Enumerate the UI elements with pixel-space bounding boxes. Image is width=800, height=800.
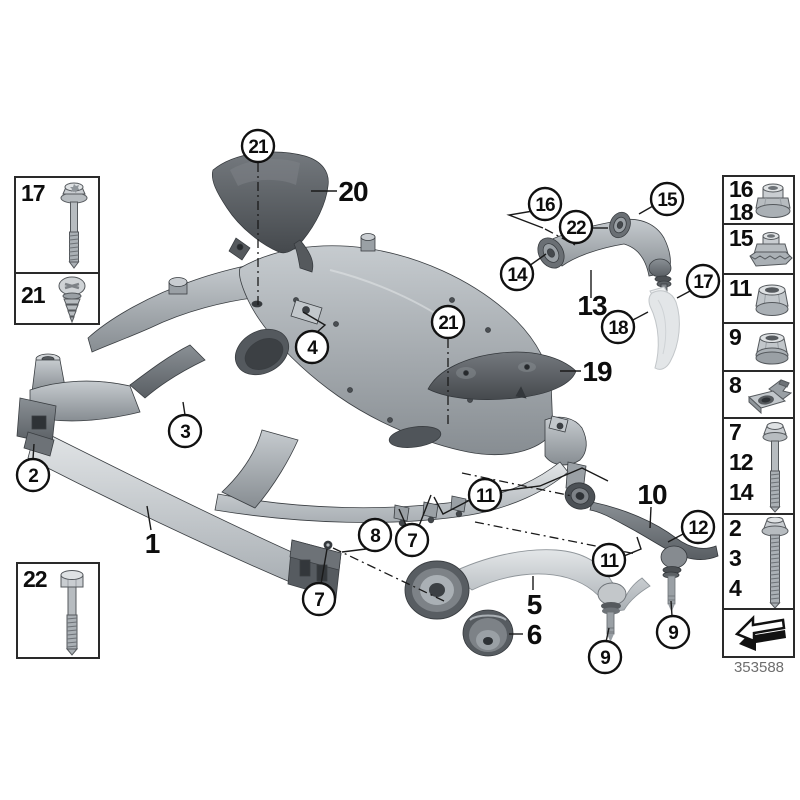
- callout-circle-22: 22: [558, 209, 594, 245]
- legend-label: 18: [729, 199, 754, 225]
- svg-text:4: 4: [307, 338, 318, 359]
- leader-lines: [32, 190, 693, 643]
- legend-label: 3: [729, 545, 742, 571]
- callout-circle-7: 7: [301, 581, 337, 617]
- legend-box-2-3-4: 2 3 4: [722, 513, 795, 610]
- legend-label: 2: [729, 515, 742, 541]
- callout-circle-21: 21: [240, 128, 276, 164]
- svg-text:14: 14: [507, 265, 528, 286]
- legend-box-16-18: 16 18: [722, 175, 795, 225]
- headlight-level-bracket-17-18: [648, 286, 680, 370]
- flange-nut-icon: [755, 284, 789, 316]
- callout-circle-15: 15: [649, 181, 685, 217]
- callout-circle-14: 14: [499, 256, 535, 292]
- callout-circle-9: 9: [587, 639, 623, 675]
- callout-circle-21: 21: [430, 304, 466, 340]
- legend-label: 4: [729, 575, 742, 601]
- callout-circle-7: 7: [394, 522, 430, 558]
- svg-text:12: 12: [688, 518, 708, 539]
- svg-text:3: 3: [180, 422, 190, 443]
- callout-circle-8: 8: [357, 517, 393, 553]
- front-axle-carrier: [16, 233, 587, 599]
- heat-shield-20: [211, 151, 329, 273]
- part-label-6: 6: [527, 619, 542, 650]
- serrated-nut-icon: [749, 232, 793, 267]
- svg-text:9: 9: [668, 623, 678, 644]
- callout-circle-12: 12: [680, 509, 716, 545]
- flange-bolt-icon: [60, 182, 88, 269]
- callout-circle-16: 16: [527, 186, 563, 222]
- legend-box-17: 17: [14, 176, 100, 274]
- svg-text:17: 17: [693, 272, 713, 293]
- part-label-5: 5: [527, 589, 542, 620]
- callout-circle-17: 17: [685, 263, 721, 299]
- heat-shield-19: [427, 351, 577, 400]
- callout-circle-11: 11: [467, 477, 503, 513]
- legend-label: 22: [23, 566, 48, 592]
- svg-text:22: 22: [566, 218, 586, 239]
- svg-text:16: 16: [535, 195, 555, 216]
- svg-text:21: 21: [438, 313, 459, 334]
- legend-label: 21: [21, 282, 46, 308]
- svg-text:8: 8: [370, 526, 380, 547]
- legend-box-22: 22: [16, 562, 100, 659]
- flange-screw-icon: [762, 422, 788, 513]
- part-label-13: 13: [577, 290, 607, 321]
- svg-text:18: 18: [608, 318, 628, 339]
- threaded-flange-bolt-icon: [761, 517, 789, 609]
- legend-box-8: 8: [722, 370, 795, 419]
- hex-bolt-icon: [60, 570, 84, 656]
- legend-box-21: 21: [14, 272, 100, 325]
- svg-text:15: 15: [657, 190, 678, 211]
- legend-label: 8: [729, 372, 742, 398]
- cage-nut-icon: [747, 379, 793, 415]
- callout-circle-11: 11: [591, 542, 627, 578]
- legend-box-15: 15: [722, 223, 795, 275]
- callout-circle-2: 2: [15, 457, 51, 493]
- part-label-10: 10: [637, 479, 667, 510]
- legend-label: 16: [729, 176, 754, 202]
- flange-nut-icon: [755, 333, 789, 365]
- part-label-20: 20: [338, 176, 368, 207]
- svg-text:2: 2: [28, 466, 38, 487]
- part-label-19: 19: [582, 356, 612, 387]
- legend-label: 14: [729, 479, 754, 505]
- legend-label: 12: [729, 449, 754, 475]
- legend-box-9: 9: [722, 322, 795, 372]
- lower-wishbone-5: [404, 549, 651, 642]
- legend-box-arrow: [722, 608, 795, 658]
- callout-layer: 21 16 22 15 14 17 18 21 4 3 2 11 8 7 7 12 11 9 9 20 13 19 1 10 5…: [15, 128, 721, 675]
- legend-label: 9: [729, 324, 742, 350]
- callout-circle-18: 18: [600, 309, 636, 345]
- part-label-1: 1: [145, 528, 160, 559]
- svg-text:7: 7: [314, 590, 324, 611]
- diagram-number: 353588: [733, 659, 785, 676]
- svg-text:9: 9: [600, 648, 610, 669]
- legend-label: 7: [729, 419, 742, 445]
- callout-circle-3: 3: [167, 413, 203, 449]
- rubber-bushing-6: [462, 609, 514, 657]
- svg-text:7: 7: [407, 531, 417, 552]
- svg-text:11: 11: [600, 551, 620, 572]
- callout-circle-9: 9: [655, 614, 691, 650]
- legend-box-11: 11: [722, 273, 795, 324]
- collar-nut-icon: [755, 183, 791, 218]
- legend-label: 15: [729, 225, 754, 251]
- tension-strut-10: [564, 482, 719, 612]
- legend-label: 17: [21, 180, 46, 206]
- direction-arrow-icon: [734, 614, 786, 651]
- legend-box-7-12-14: 7 12 14: [722, 417, 795, 515]
- push-rivet-icon: [58, 276, 86, 323]
- svg-text:21: 21: [248, 137, 269, 158]
- svg-text:11: 11: [476, 486, 496, 507]
- callout-circle-4: 4: [294, 329, 330, 365]
- legend-label: 11: [729, 275, 752, 301]
- upper-control-arm-13: [537, 211, 672, 299]
